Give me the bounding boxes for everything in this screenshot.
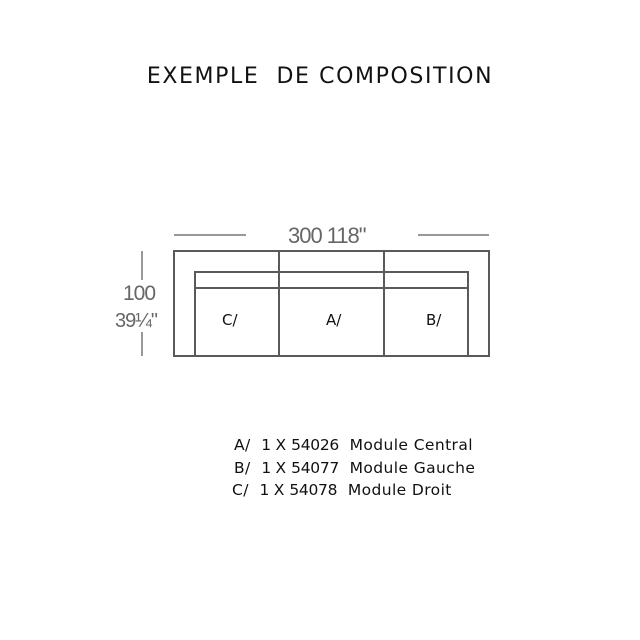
module-label-b: B/: [426, 311, 442, 329]
sofa-outer-frame: [173, 250, 490, 357]
legend-row-a: A/ 1 X 54026 Module Central: [234, 436, 473, 454]
page-title: EXEMPLE DE COMPOSITION: [146, 64, 494, 89]
depth-dimension-in: 39¼": [115, 310, 158, 332]
module-label-a: A/: [326, 311, 342, 329]
legend-row-b: B/ 1 X 54077 Module Gauche: [234, 458, 476, 477]
module-legend: A/ 1 X 54026 Module Central B/ 1 X 54077…: [232, 434, 476, 502]
seat-inner-outline: [194, 271, 469, 356]
legend-row-c: C/ 1 X 54078 Module Droit: [232, 481, 452, 499]
module-label-c: C/: [222, 311, 238, 329]
depth-dimension-cm: 100: [123, 282, 155, 305]
